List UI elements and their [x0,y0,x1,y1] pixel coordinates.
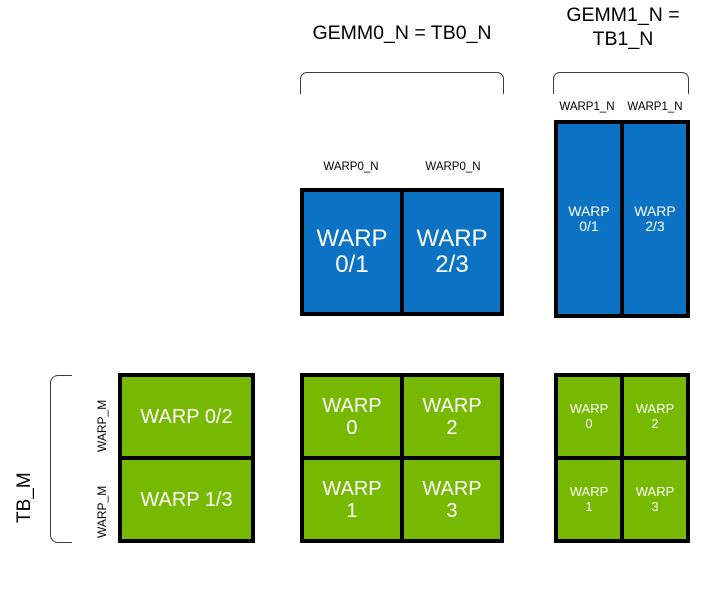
gemm0-blue-cell-1[interactable]: WARP 2/3 [404,192,500,312]
green-right-cell-1[interactable]: WARP 2 [624,377,686,456]
green-mid-cell-2[interactable]: WARP 1 [304,460,400,539]
gemm0-bracket [300,72,504,94]
green-right-block: WARP 0 WARP 2 WARP 1 WARP 3 [554,373,690,543]
green-mid-cell-0[interactable]: WARP 0 [304,377,400,456]
warp-m-label-top: WARP_M [95,399,109,452]
green-right-cell-0[interactable]: WARP 0 [558,377,620,456]
warp0-n-label-left: WARP0_N [323,161,379,173]
gemm1-blue-cell-0[interactable]: WARP 0/1 [558,124,620,314]
gemm0-title: GEMM0_N = TB0_N [312,22,492,44]
gemm1-blue-cell-1[interactable]: WARP 2/3 [624,124,686,314]
warp-m-label-bottom: WARP_M [95,485,109,538]
green-right-cell-3[interactable]: WARP 3 [624,460,686,539]
gemm0-blue-cell-0[interactable]: WARP 0/1 [304,192,400,312]
gemm0-blue-block: WARP 0/1 WARP 2/3 [300,188,504,316]
warp0-n-label-right: WARP0_N [425,161,481,173]
green-mid-block: WARP 0 WARP 2 WARP 1 WARP 3 [300,373,504,543]
gemm1-title: GEMM1_N = TB1_N [566,4,680,50]
warp1-n-label-left: WARP1_N [559,101,615,113]
warp1-n-label-right: WARP1_N [627,101,683,113]
green-left-cell-1[interactable]: WARP 1/3 [122,460,251,539]
tb-m-label: TB_M [14,472,35,523]
green-left-cell-0[interactable]: WARP 0/2 [122,377,251,456]
green-left-block: WARP 0/2 WARP 1/3 [118,373,255,543]
green-right-cell-2[interactable]: WARP 1 [558,460,620,539]
gemm1-blue-block: WARP 0/1 WARP 2/3 [554,120,690,318]
tb-m-bracket [50,375,72,543]
green-mid-cell-3[interactable]: WARP 3 [404,460,500,539]
green-mid-cell-1[interactable]: WARP 2 [404,377,500,456]
gemm1-bracket [553,72,689,94]
